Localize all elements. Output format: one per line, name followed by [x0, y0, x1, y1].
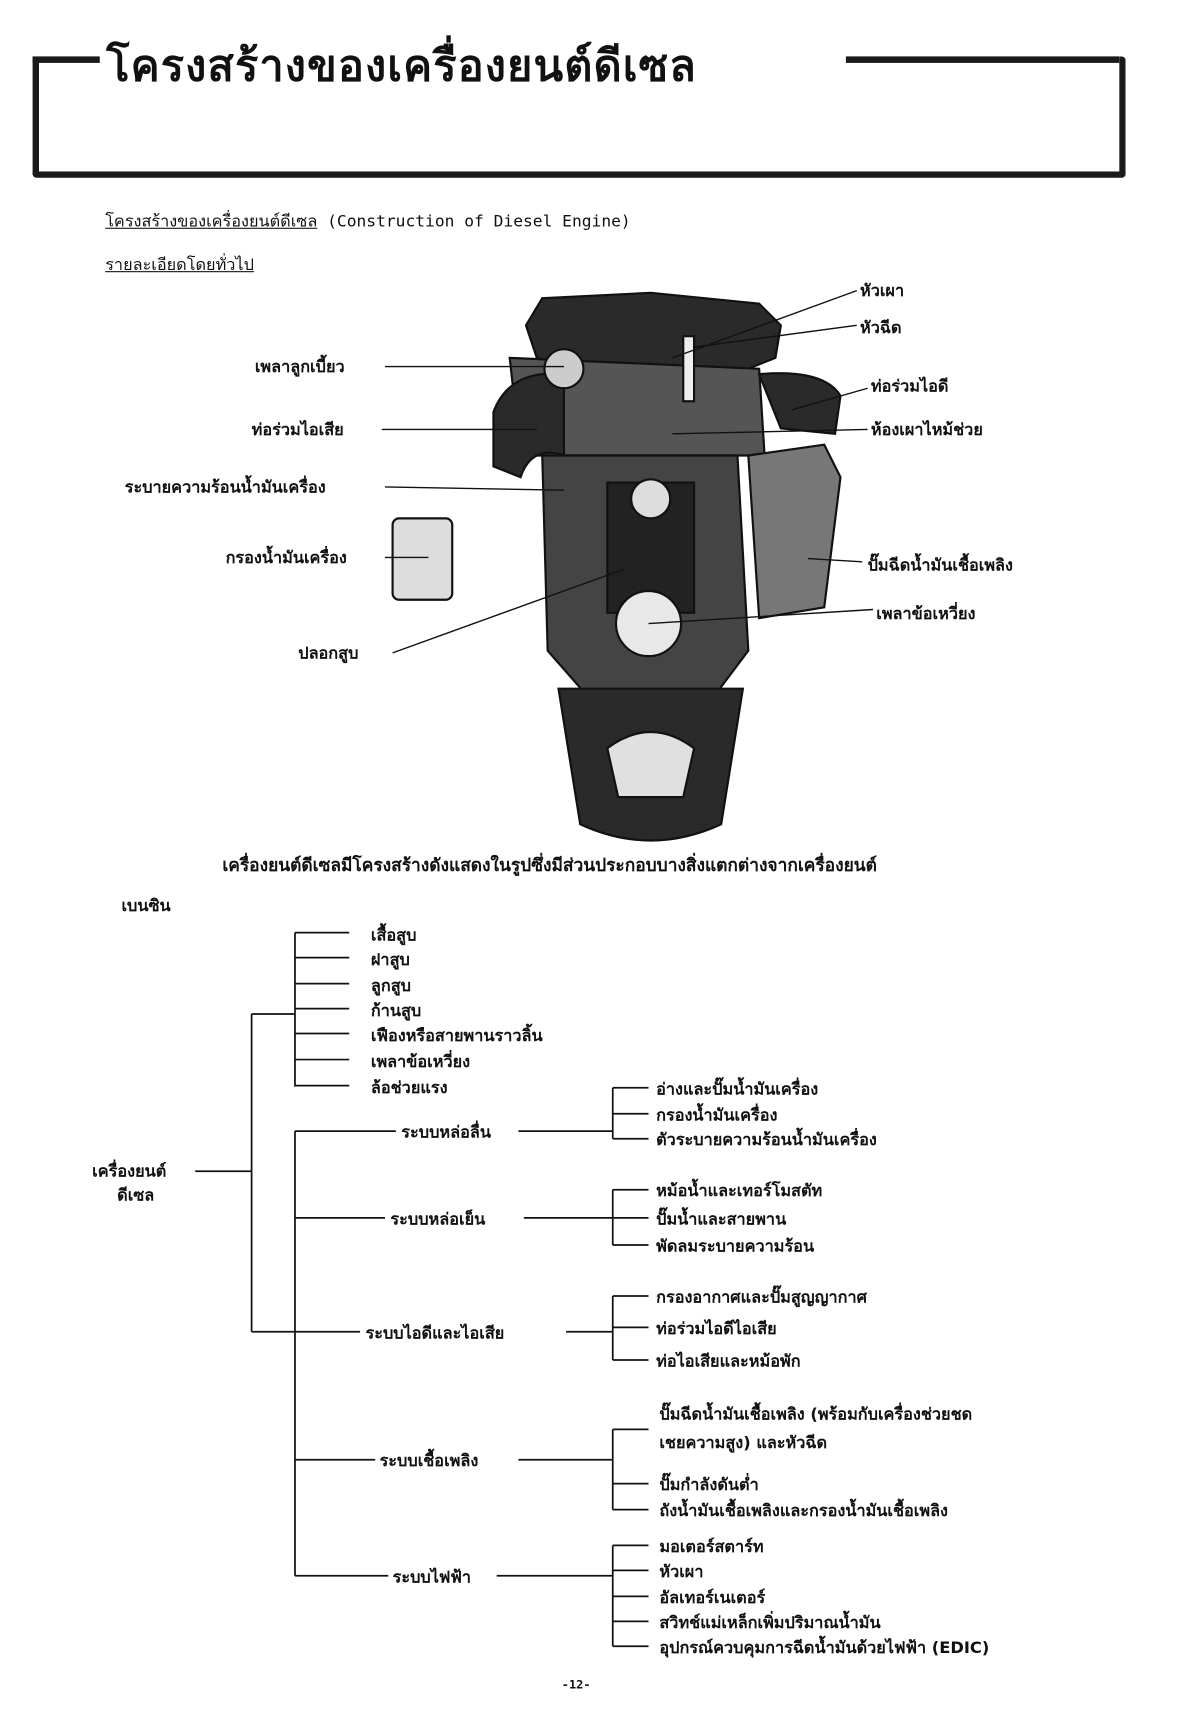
tree-system-fuel: ระบบเชื้อเพลิง	[379, 1451, 479, 1471]
tree-item: ตัวระบายความร้อนน้ำมันเครื่อง	[656, 1130, 877, 1150]
tree-item: อ่างและปั๊มน้ำมันเครื่อง	[656, 1079, 819, 1099]
page-number: -12-	[561, 1677, 591, 1692]
title-banner-frame	[32, 56, 1126, 178]
page-title: โครงสร้างของเครื่องยนต์ดีเซล	[106, 41, 697, 92]
label-injector: หัวฉีด	[860, 317, 902, 338]
body-sentence: เครื่องยนต์ดีเซลมีโครงสร้างดังแสดงในรูปซ…	[222, 854, 877, 876]
tree-part: ก้านสูบ	[370, 1000, 422, 1021]
tree-part: ล้อช่วยแรง	[370, 1077, 448, 1098]
tree-item: พัดลมระบายความร้อน	[656, 1236, 815, 1256]
tree-item: กรองอากาศและปั๊มสูญญากาศ	[656, 1287, 867, 1307]
tree-system-lubrication: ระบบหล่อลื่น	[401, 1122, 491, 1142]
tree-root: เครื่องยนต์	[92, 1161, 167, 1182]
label-crankshaft: เพลาข้อเหวี่ยง	[876, 604, 976, 624]
tree-system-cooling: ระบบหล่อเย็น	[390, 1209, 486, 1229]
section-heading-english: (Construction of Diesel Engine)	[327, 211, 631, 231]
banner-rule	[845, 56, 1120, 63]
tree-item: เชยความสูง) และหัวฉีด	[659, 1432, 828, 1453]
label-precombustion-chamber: ห้องเผาไหม้ช่วย	[870, 419, 983, 440]
label-cylinder-liner: ปลอกสูบ	[298, 643, 359, 663]
oil-pump	[606, 731, 696, 799]
camshaft	[543, 348, 585, 390]
tree-item: ถังน้ำมันเชื้อเพลิงและกรองน้ำมันเชื้อเพล…	[659, 1500, 949, 1521]
tree-part: เพลาข้อเหวี่ยง	[370, 1051, 471, 1072]
tree-part: ฝาสูบ	[370, 950, 410, 970]
tree-item: หัวเผา	[659, 1561, 704, 1582]
tree-root: ดีเซล	[117, 1185, 155, 1205]
tree-item: ท่อไอเสียและหม้อพัก	[656, 1351, 801, 1371]
injection-pump	[747, 443, 842, 620]
section-heading: โครงสร้างของเครื่องยนต์ดีเซล (Constructi…	[105, 208, 631, 234]
label-glow-plug: หัวเผา	[860, 280, 905, 301]
leader-lines	[381, 289, 874, 654]
section-subheading: รายละเอียดโดยทั่วไป	[105, 254, 254, 275]
piston-pin	[630, 478, 672, 520]
tree-item: อุปกรณ์ควบคุมการฉีดน้ำมันด้วยไฟฟ้า (EDIC…	[659, 1637, 990, 1658]
tree-connector-lines	[195, 931, 649, 1648]
tree-item: ปั๊มน้ำและสายพาน	[656, 1209, 787, 1229]
label-oil-filter: กรองน้ำมันเครื่อง	[225, 547, 347, 568]
body-sentence-continued: เบนซิน	[121, 895, 171, 916]
tree-item: ปั๊มกำลังดันต่ำ	[659, 1474, 759, 1495]
label-exhaust-manifold: ท่อร่วมไอเสีย	[251, 419, 344, 440]
tree-part: ลูกสูบ	[370, 976, 411, 996]
oil-filter	[391, 517, 454, 601]
exhaust-manifold	[492, 372, 566, 479]
tree-part: เสื้อสูบ	[370, 925, 417, 945]
intake-manifold	[757, 372, 842, 435]
cylinder-head-cover	[524, 291, 783, 376]
tree-item: ท่อร่วมไอดีไอเสีย	[656, 1318, 777, 1339]
injector	[682, 335, 696, 403]
label-intake-manifold: ท่อร่วมไอดี	[870, 376, 949, 396]
tree-item: อัลเทอร์เนเตอร์	[659, 1587, 766, 1608]
tree-system-intake-exhaust: ระบบไอดีและไอเสีย	[365, 1323, 505, 1343]
tree-item: มอเตอร์สตาร์ท	[659, 1536, 764, 1557]
tree-part: เฟืองหรือสายพานราวลิ้น	[370, 1025, 543, 1046]
banner-rule	[32, 56, 100, 63]
tree-item: หม้อน้ำและเทอร์โมสตัท	[656, 1181, 823, 1201]
label-camshaft: เพลาลูกเบี้ยว	[254, 356, 345, 377]
tree-system-electrical: ระบบไฟฟ้า	[392, 1567, 472, 1587]
label-injection-pump: ปั๊มฉีดน้ำมันเชื้อเพลิง	[867, 555, 1013, 575]
tree-item: กรองน้ำมันเครื่อง	[656, 1105, 778, 1125]
tree-item: สวิทช์แม่เหล็กเพิ่มปริมาณน้ำมัน	[659, 1612, 881, 1633]
label-oil-cooler: ระบายความร้อนน้ำมันเครื่อง	[124, 477, 326, 497]
section-heading-thai: โครงสร้างของเครื่องยนต์ดีเซล	[105, 211, 318, 231]
tree-item: ปั๊มฉีดน้ำมันเชื้อเพลิง (พร้อมกับเครื่อง…	[659, 1404, 973, 1424]
